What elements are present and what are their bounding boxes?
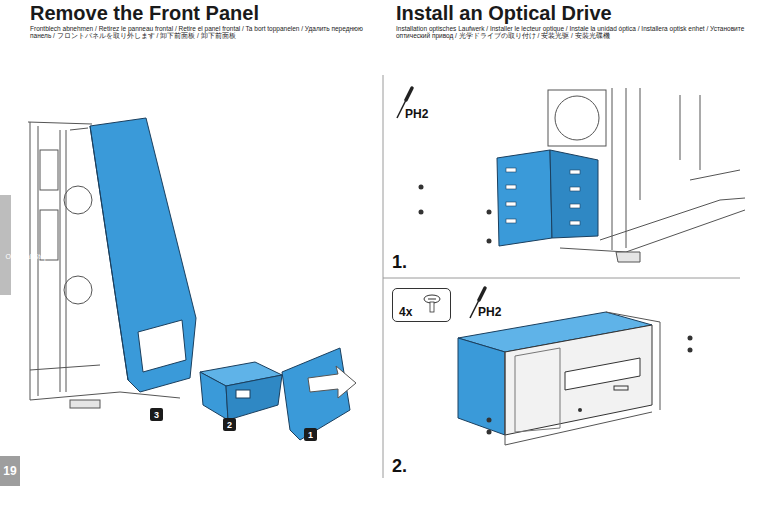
panel-opening bbox=[138, 320, 186, 372]
page-number: 19 bbox=[0, 456, 20, 486]
step-number: 2. bbox=[392, 456, 407, 477]
node-text: 3 bbox=[154, 410, 159, 420]
translated-subtitle: Installation optisches Laufwerk / Instal… bbox=[396, 25, 761, 40]
node-text: 1 bbox=[308, 430, 313, 440]
node-text: 19 bbox=[3, 464, 16, 478]
direction-arrow bbox=[308, 366, 356, 398]
callout-number: 1 bbox=[304, 428, 317, 441]
tool-label: PH2 bbox=[478, 306, 501, 320]
case-outline bbox=[548, 88, 745, 252]
optical-drive bbox=[458, 312, 660, 445]
node-text: 4x bbox=[399, 305, 412, 319]
section-tab: Optional Steps bbox=[0, 195, 11, 295]
callout-number: 2 bbox=[223, 418, 236, 431]
translated-subtitle: Frontblech abnehmen / Retirez le panneau… bbox=[30, 25, 375, 40]
case-foot bbox=[70, 400, 100, 408]
step-number: 1. bbox=[392, 252, 407, 273]
screw bbox=[419, 185, 492, 244]
drive-cage bbox=[497, 150, 598, 246]
screw bbox=[487, 336, 693, 435]
section-heading: Remove the Front Panel bbox=[30, 2, 259, 25]
divider bbox=[383, 75, 384, 478]
tool-label: PH2 bbox=[405, 108, 428, 122]
callout-number: 3 bbox=[150, 408, 163, 421]
node-text: Optional Steps bbox=[6, 253, 52, 260]
case-foot bbox=[616, 252, 640, 262]
screw-icon bbox=[424, 295, 440, 312]
front-panel bbox=[90, 118, 196, 392]
section-heading: Install an Optical Drive bbox=[396, 2, 612, 25]
quantity-box: 4x bbox=[392, 288, 451, 322]
node-text: 2 bbox=[227, 420, 232, 430]
divider bbox=[383, 278, 740, 279]
